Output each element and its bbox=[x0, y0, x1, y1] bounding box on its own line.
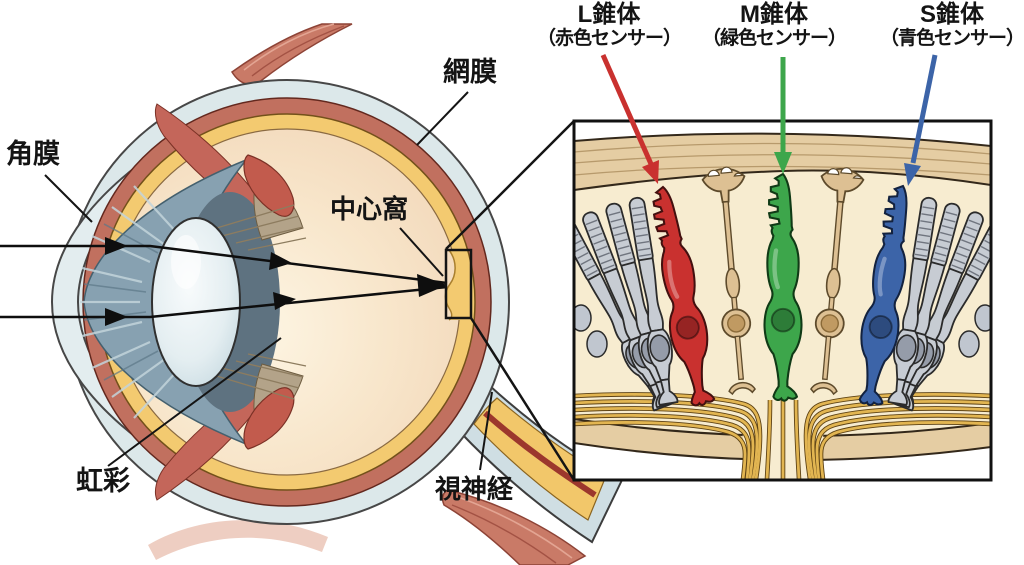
anterior-segment bbox=[80, 103, 307, 501]
retina-inset-panel bbox=[574, 121, 991, 480]
l-cone-header: L錐体 （赤色センサー） bbox=[523, 1, 695, 50]
inferior-muscle bbox=[441, 489, 587, 565]
l-cone-name: L錐体 bbox=[577, 1, 641, 28]
inset-connector-lines bbox=[445, 120, 576, 481]
background-cells bbox=[574, 304, 991, 358]
s-cone-header: S錐体 （青色センサー） bbox=[866, 1, 1024, 50]
l-cone-sensor: （赤色センサー） bbox=[536, 28, 682, 50]
cornea-label: 角膜 bbox=[6, 139, 60, 169]
m-cone-sensor: （緑色センサー） bbox=[701, 28, 847, 50]
ciliary-body bbox=[243, 154, 295, 217]
eye-cross-section bbox=[50, 23, 624, 565]
m-cone-name: M錐体 bbox=[740, 1, 808, 28]
light-rays bbox=[0, 244, 448, 319]
superior-muscle bbox=[230, 23, 353, 86]
s-cone-name: S錐体 bbox=[919, 1, 984, 28]
optic-nerve-label: 視神経 bbox=[435, 474, 514, 504]
fovea-label: 中心窩 bbox=[330, 194, 409, 224]
lower-muscle bbox=[148, 520, 328, 560]
s-cone-sensor: （青色センサー） bbox=[879, 28, 1024, 50]
l-cone-arrow bbox=[600, 53, 654, 166]
iris-label: 虹彩 bbox=[76, 466, 130, 496]
nerve-fibers bbox=[574, 392, 991, 480]
cone-pointer-arrows bbox=[600, 53, 938, 186]
ray-arrowheads bbox=[105, 237, 447, 326]
optic-nerve bbox=[458, 384, 624, 544]
retina-label: 網膜 bbox=[443, 57, 497, 87]
s-cone-arrow bbox=[910, 54, 938, 164]
m-cone-header: M錐体 （緑色センサー） bbox=[688, 1, 860, 50]
fovea-highlight-box bbox=[444, 248, 473, 320]
leader-lines bbox=[44, 91, 493, 471]
